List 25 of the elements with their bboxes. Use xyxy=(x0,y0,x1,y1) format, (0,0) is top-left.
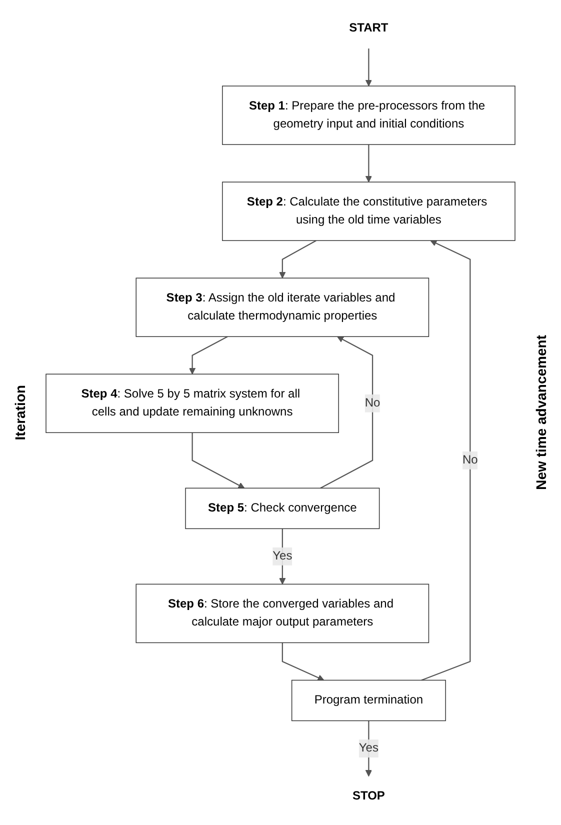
node-box: Step 6: Store the converged variables and calculate major output parameters xyxy=(136,584,430,644)
node-box: Step 1: Prepare the pre-processors from the geometry input and initial conditions xyxy=(222,86,516,146)
arrow xyxy=(189,336,228,375)
edge-label: No xyxy=(462,454,478,467)
arrow xyxy=(365,720,372,777)
node-text: START xyxy=(349,22,388,34)
node-box: Step 2: Calculate the constitutive parameters using the old time variables xyxy=(222,182,516,242)
arrow xyxy=(365,144,372,182)
loop-label: New time advancement xyxy=(533,335,549,490)
node-box: Program termination xyxy=(291,680,446,722)
arrow xyxy=(365,48,372,86)
node-box: Step 4: Solve 5 by 5 matrix system for all cells and update remaining unknowns xyxy=(46,374,339,434)
arrow xyxy=(320,336,374,489)
edge-label: No xyxy=(364,396,380,410)
arrow xyxy=(282,642,324,681)
node-box: Step 5: Check convergence xyxy=(185,488,380,530)
arrow xyxy=(279,528,286,585)
loop-label: Iteration xyxy=(12,384,28,440)
arrow xyxy=(279,240,316,278)
edge-label: Yes xyxy=(272,550,292,563)
node-text: STOP xyxy=(352,790,385,803)
arrow xyxy=(421,240,471,681)
arrow xyxy=(192,432,245,489)
node-box: Step 3: Assign the old iterate variables and calculate thermodynamic properties xyxy=(136,278,430,338)
edge-label: Yes xyxy=(358,742,378,755)
